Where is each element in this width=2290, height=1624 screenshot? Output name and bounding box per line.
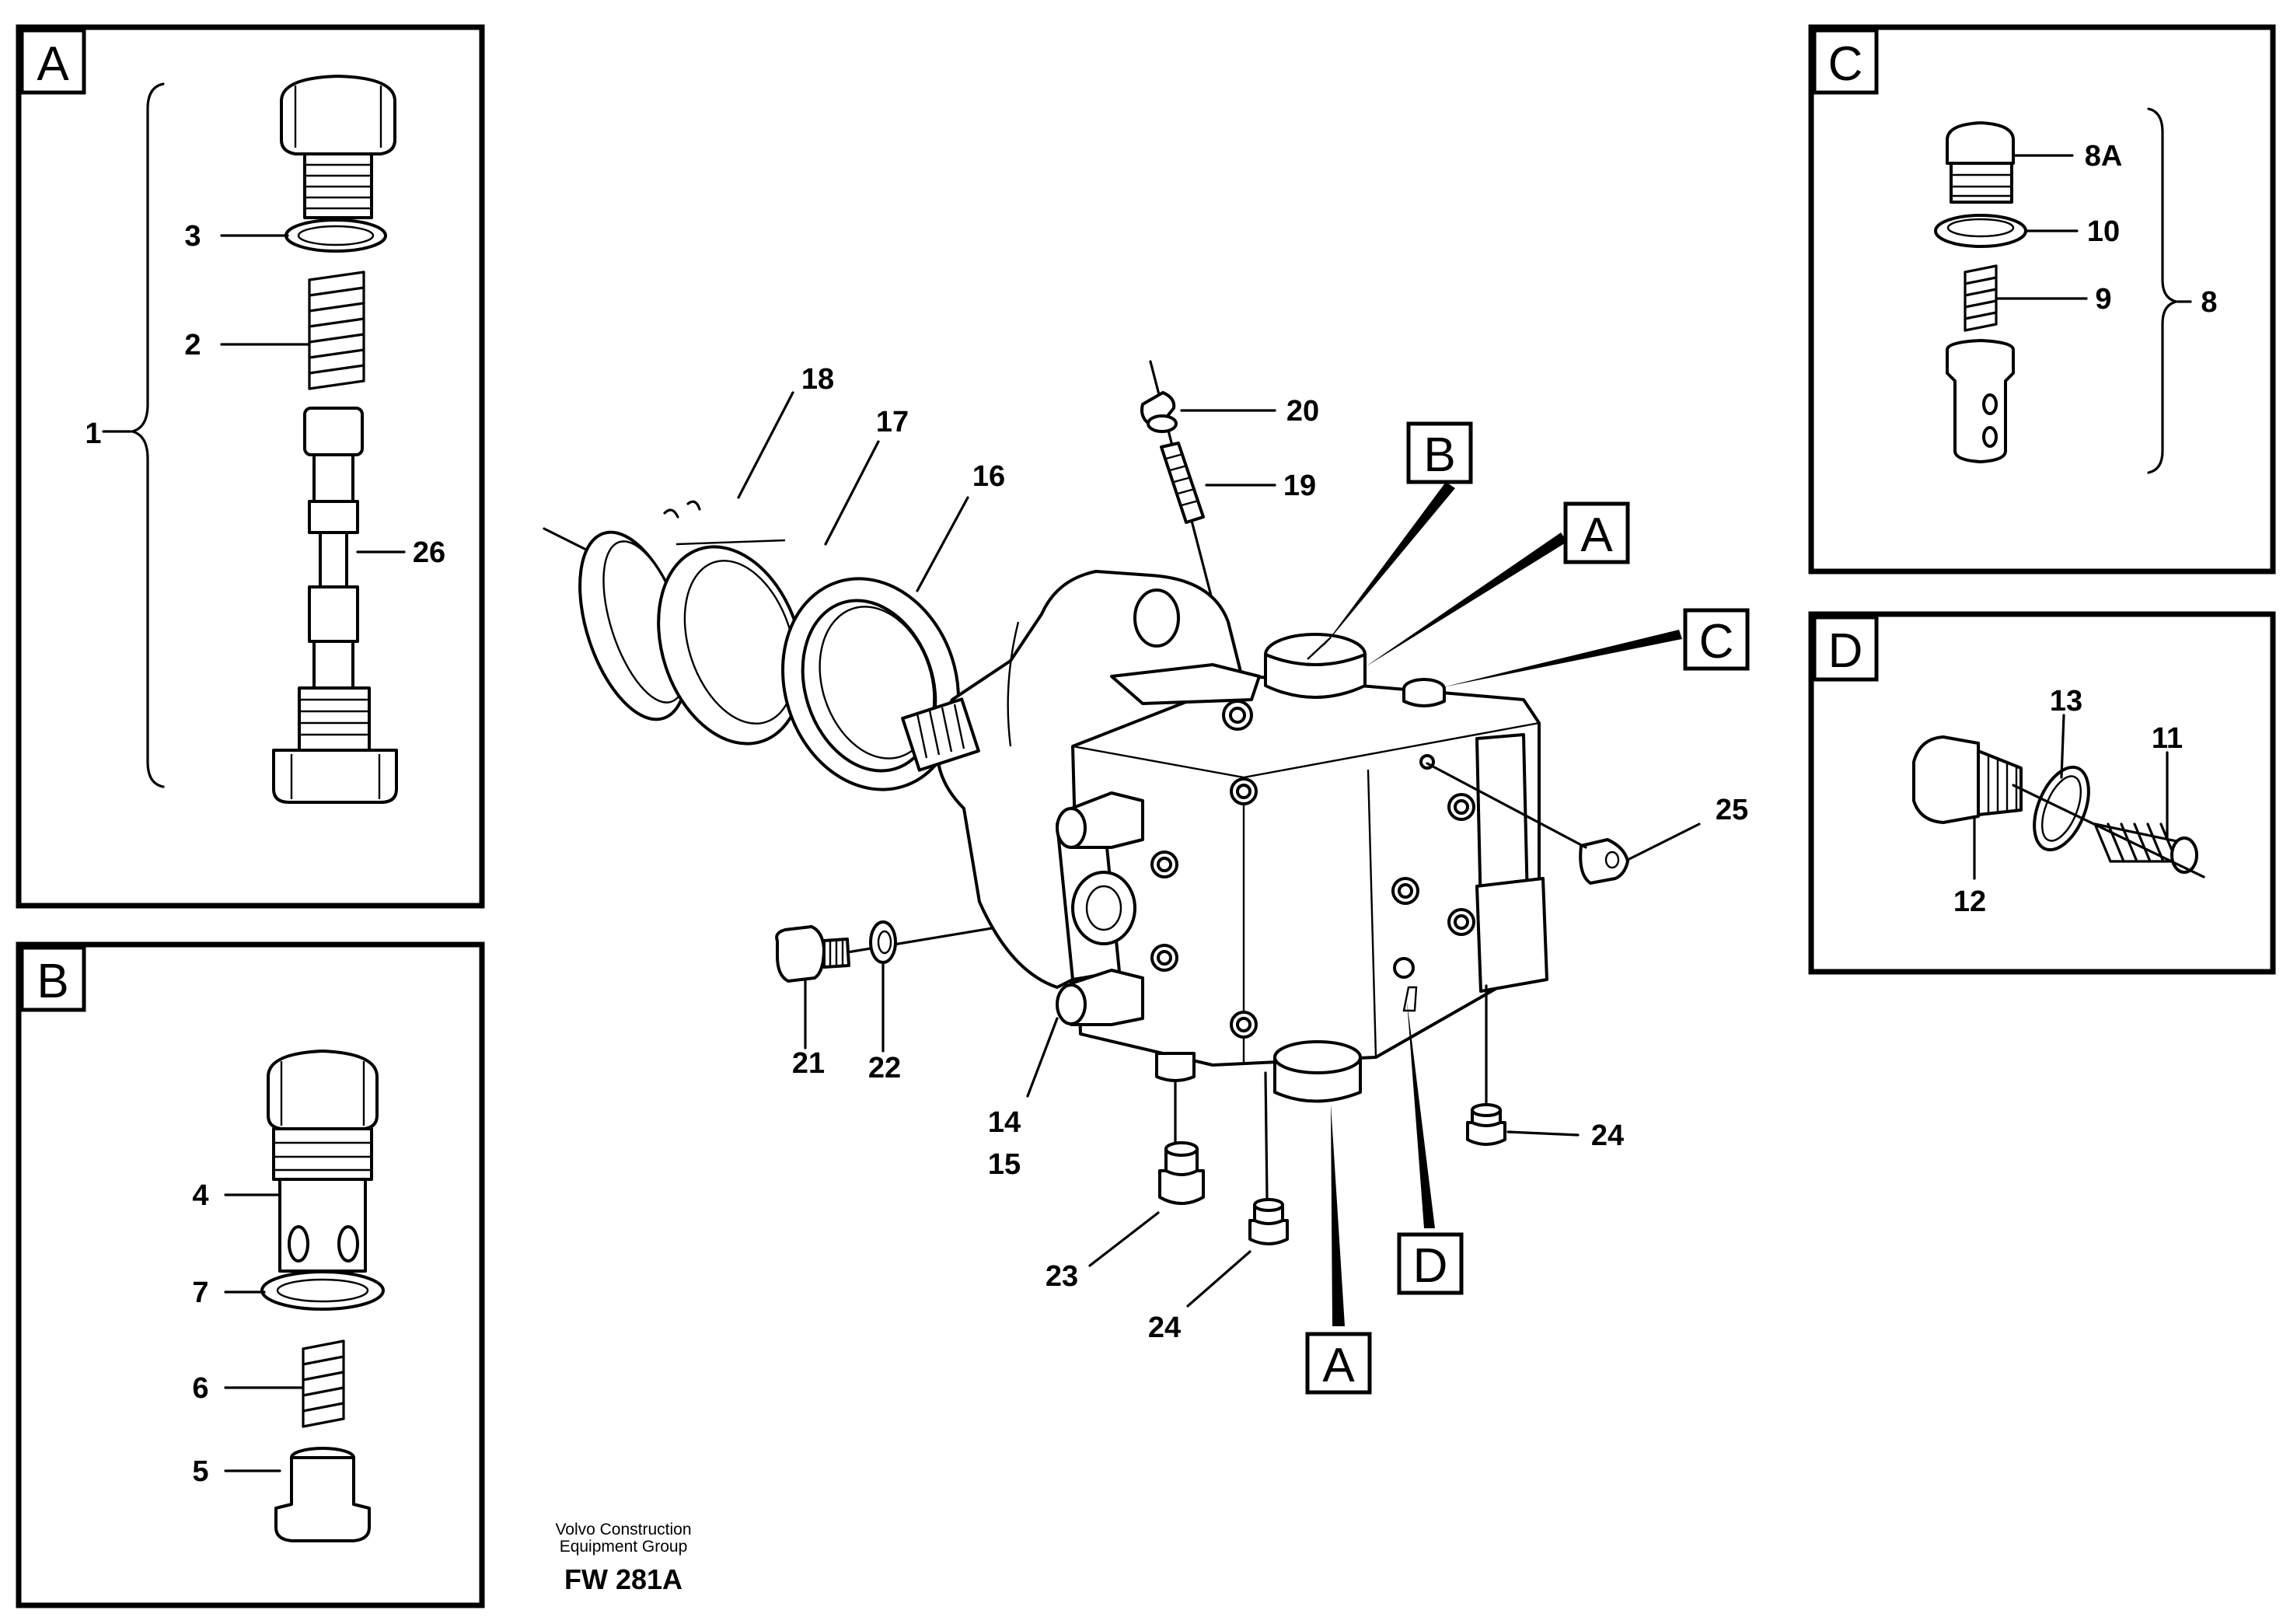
panel-b: B 4 7 6 5 <box>16 941 485 1608</box>
panel-c-tag-box <box>1812 28 1879 95</box>
label-20: 20 <box>1286 395 1319 428</box>
label-16: 16 <box>972 460 1005 493</box>
label-11: 11 <box>2152 722 2183 755</box>
screw-19-nut-20 <box>1140 391 1205 524</box>
callout-tag-b: B <box>1423 428 1455 482</box>
callout-wedge-d <box>1407 1001 1435 1228</box>
plug-assembly-d <box>1912 735 2205 878</box>
callout-tag-box-c <box>1683 608 1750 671</box>
panel-a-tag: A <box>37 37 69 91</box>
credit-line-1: Volvo Construction <box>555 1521 691 1538</box>
label-14: 14 <box>988 1106 1021 1139</box>
label-6: 6 <box>192 1372 208 1405</box>
panel-d-tag-box <box>1812 615 1879 682</box>
callout-tag-box-d <box>1397 1232 1464 1295</box>
relief-valve-assembly-b <box>260 1049 385 1542</box>
label-24-center: 24 <box>1148 1311 1181 1344</box>
label-7: 7 <box>192 1276 208 1309</box>
credit-line-2: Equipment Group <box>560 1538 688 1556</box>
brace-item-1 <box>131 82 165 788</box>
main-assembly: 18 17 16 20 19 21 22 14 15 23 24 24 25 <box>543 360 1750 1395</box>
panel-a: A <box>16 24 485 909</box>
panel-c-tag: C <box>1828 37 1863 91</box>
drawing-credit: Volvo Construction Equipment Group FW 28… <box>555 1521 691 1595</box>
brace-item-8 <box>2147 107 2178 474</box>
panel-d: D 12 13 11 <box>1808 611 2276 975</box>
panel-b-tag-box <box>19 945 86 1012</box>
label-23: 23 <box>1046 1260 1078 1293</box>
callout-tag-c: C <box>1699 615 1734 669</box>
callout-wedge-b <box>1321 482 1455 649</box>
panel-a-tag-box <box>19 28 86 95</box>
label-2: 2 <box>184 329 201 361</box>
label-13: 13 <box>2050 685 2082 718</box>
screw-21-washer-22 <box>775 920 897 983</box>
label-25: 25 <box>1716 794 1748 826</box>
hydraulic-motor-body <box>901 570 1548 1103</box>
label-5: 5 <box>192 1455 208 1488</box>
callout-tag-a-top: A <box>1580 508 1613 562</box>
plug-24-center <box>1248 1198 1289 1245</box>
label-12: 12 <box>1953 885 1986 918</box>
label-1: 1 <box>85 417 101 450</box>
valve-assembly-c <box>1934 121 2027 463</box>
label-17: 17 <box>876 406 909 438</box>
callout-tag-a-bottom: A <box>1322 1339 1355 1392</box>
label-26: 26 <box>413 536 445 569</box>
panel-b-tag: B <box>37 955 68 1008</box>
label-8A: 8A <box>2085 140 2123 173</box>
label-3: 3 <box>184 220 201 253</box>
label-4: 4 <box>192 1179 208 1212</box>
label-18: 18 <box>801 363 834 396</box>
label-24-right: 24 <box>1591 1119 1624 1152</box>
label-19: 19 <box>1283 470 1316 502</box>
pressure-valve-assembly-a <box>272 75 398 804</box>
panel-d-tag: D <box>1828 624 1863 678</box>
label-9: 9 <box>2095 283 2111 316</box>
callout-tag-box-b <box>1406 421 1473 484</box>
callout-tag-box-a-bottom <box>1305 1332 1372 1395</box>
label-10: 10 <box>2087 215 2120 248</box>
plug-23 <box>1158 1141 1205 1205</box>
screw-25 <box>1579 838 1629 885</box>
label-22: 22 <box>868 1052 901 1084</box>
callout-tag-d: D <box>1413 1239 1448 1293</box>
label-8: 8 <box>2201 286 2217 319</box>
callout-wedge-a-bottom <box>1331 1104 1345 1326</box>
panel-c: C 8A 10 9 8 <box>1808 24 2276 575</box>
label-21: 21 <box>792 1047 825 1080</box>
label-15: 15 <box>988 1148 1021 1181</box>
plug-24-right <box>1466 1103 1506 1146</box>
drawing-code: FW 281A <box>564 1563 682 1595</box>
callout-wedge-a-top <box>1365 533 1567 667</box>
callout-wedge-c <box>1443 630 1682 687</box>
callout-tag-box-a-top <box>1563 501 1630 564</box>
